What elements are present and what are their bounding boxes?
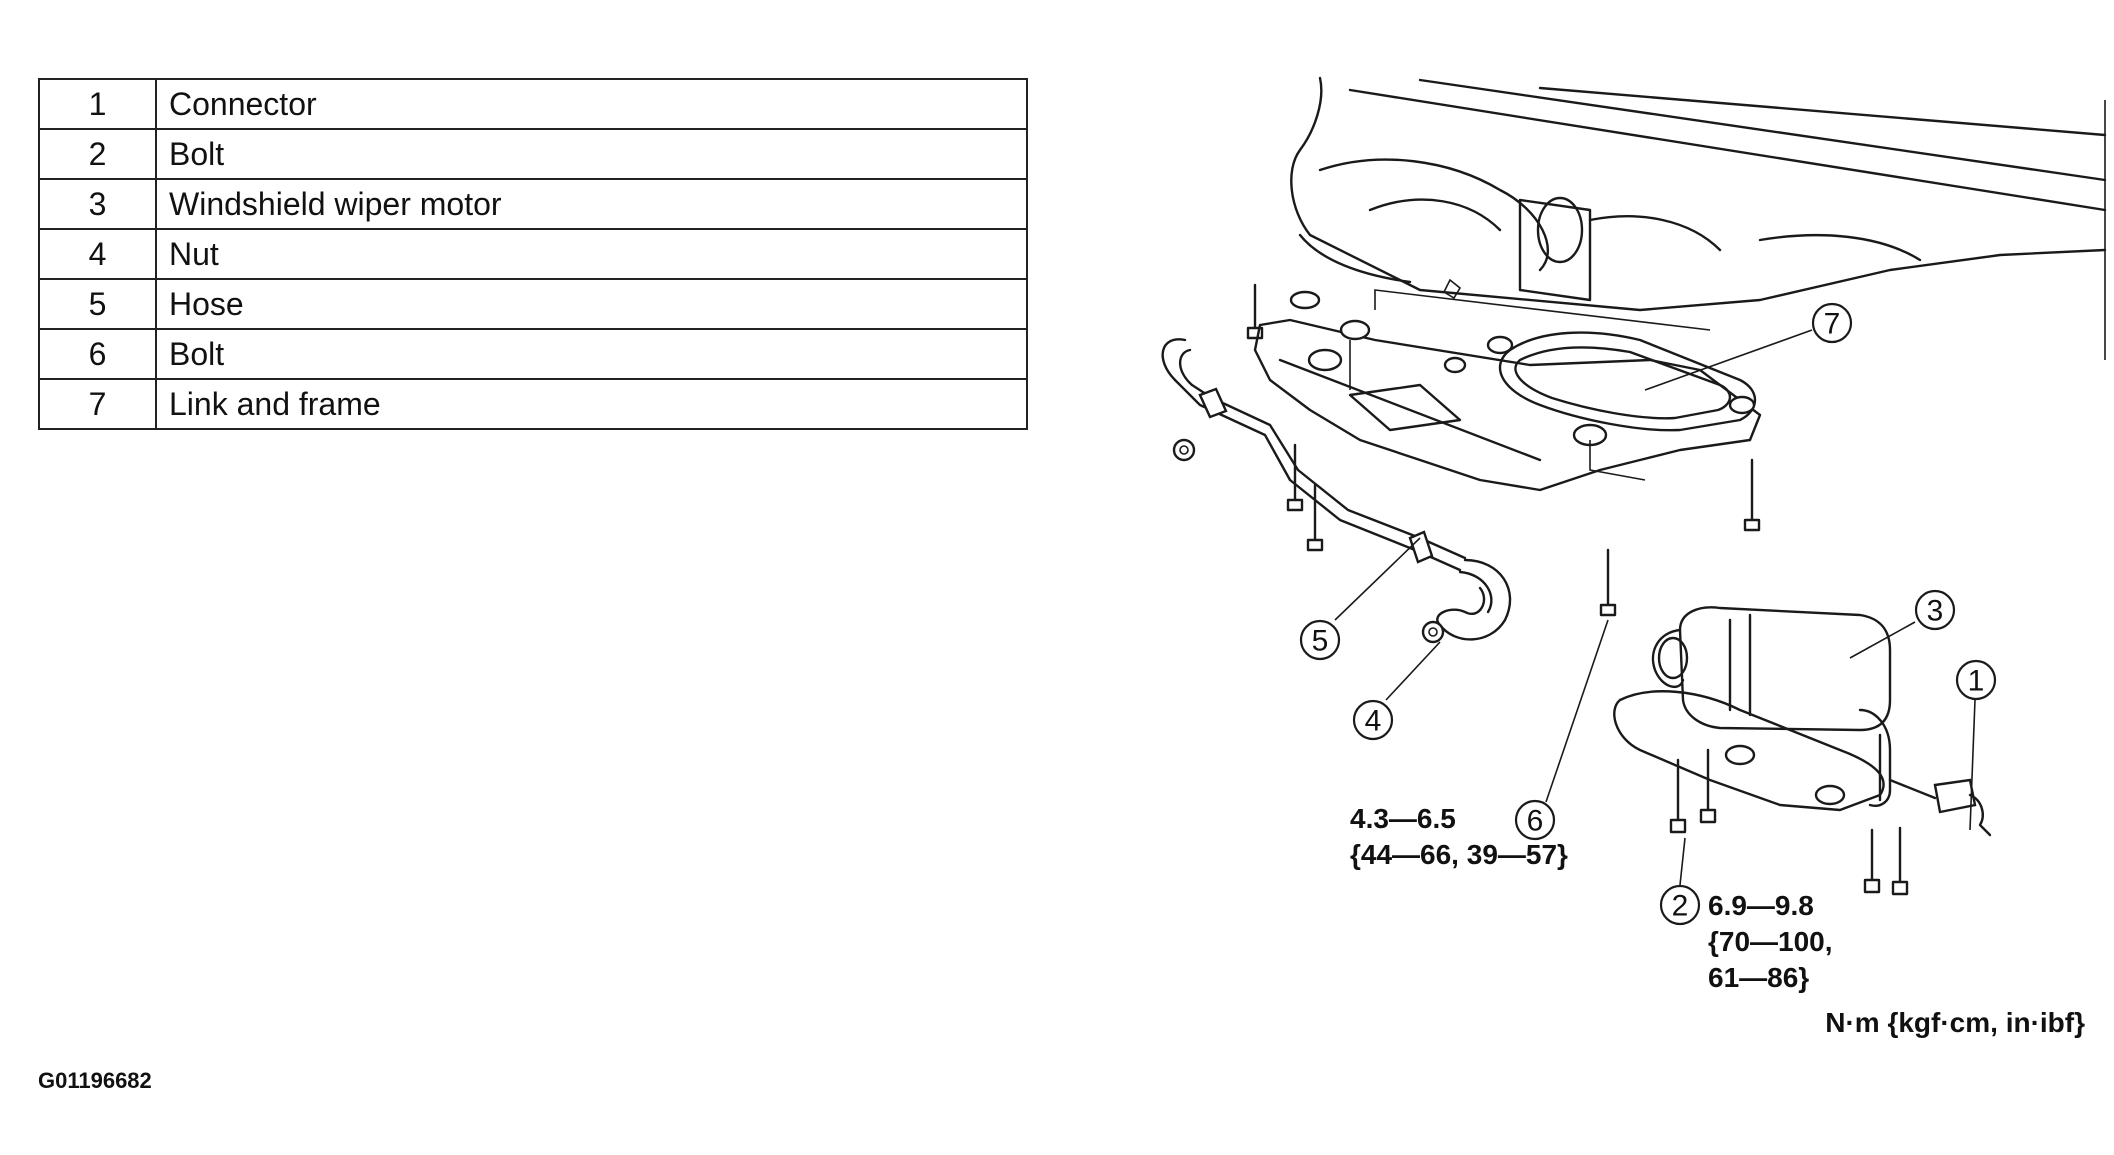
part-number: 2 [38, 128, 157, 180]
part-number: 1 [38, 78, 157, 130]
cowl-panel-drawing [1290, 76, 2107, 360]
table-row: 7 Link and frame [38, 378, 1028, 430]
table-row: 6 Bolt [38, 328, 1028, 380]
callout-3-label: 3 [1927, 595, 1944, 628]
part-number: 5 [38, 278, 157, 330]
torque-units-note: N·m {kgf·cm, in·ibf} [1825, 1007, 2085, 1038]
wiper-assembly-diagram: 7 3 1 5 4 6 2 4.3—6.5 {44—66, 39—57} 6.9… [1161, 76, 2107, 1038]
connector-drawing [1888, 778, 1992, 837]
callout-7-label: 7 [1824, 308, 1841, 341]
link-and-frame-drawing [1253, 289, 1762, 492]
callout-5-label: 5 [1312, 625, 1329, 658]
callout-4: 4 [1352, 699, 1394, 741]
part-name: Connector [155, 78, 1028, 130]
motor-bolts-drawing [1669, 748, 1909, 896]
part-name: Windshield wiper motor [155, 178, 1028, 230]
parts-legend-table: 1 Connector 2 Bolt 3 Windshield wiper mo… [38, 78, 1028, 430]
callout-6-label: 6 [1527, 805, 1544, 838]
part-number: 6 [38, 328, 157, 380]
torque-spec-bolt-6: 4.3—6.5 {44—66, 39—57} [1350, 803, 1568, 870]
callout-2-label: 2 [1672, 890, 1689, 923]
part-name: Hose [155, 278, 1028, 330]
torque-line: {70—100, [1708, 926, 1833, 957]
wiper-motor-drawing [1613, 606, 1892, 812]
part-name: Nut [155, 228, 1028, 280]
part-name: Bolt [155, 328, 1028, 380]
callout-5: 5 [1299, 619, 1341, 661]
table-row: 2 Bolt [38, 128, 1028, 180]
callout-4-label: 4 [1365, 705, 1382, 738]
torque-line: {44—66, 39—57} [1350, 839, 1568, 870]
callout-1-label: 1 [1968, 665, 1985, 698]
table-row: 5 Hose [38, 278, 1028, 330]
torque-line: 6.9—9.8 [1708, 890, 1814, 921]
frame-bolts-drawing [1246, 283, 1761, 617]
hose-drawing [1161, 338, 1512, 644]
table-row: 3 Windshield wiper motor [38, 178, 1028, 230]
torque-spec-bolt-2: 6.9—9.8 {70—100, 61—86} [1708, 890, 1833, 993]
callout-2: 2 [1659, 884, 1701, 926]
torque-line: 4.3—6.5 [1350, 803, 1456, 834]
table-row: 1 Connector [38, 78, 1028, 130]
figure-id: G01196682 [38, 1068, 152, 1093]
table-row: 4 Nut [38, 228, 1028, 280]
callout-6: 6 [1514, 799, 1556, 841]
leader-lines [1334, 329, 1976, 886]
callout-7: 7 [1811, 302, 1853, 344]
callout-1: 1 [1955, 659, 1997, 701]
part-name: Link and frame [155, 378, 1028, 430]
part-number: 3 [38, 178, 157, 230]
part-number: 4 [38, 228, 157, 280]
torque-line: 61—86} [1708, 962, 1809, 993]
part-number: 7 [38, 378, 157, 430]
callout-3: 3 [1914, 589, 1956, 631]
part-name: Bolt [155, 128, 1028, 180]
